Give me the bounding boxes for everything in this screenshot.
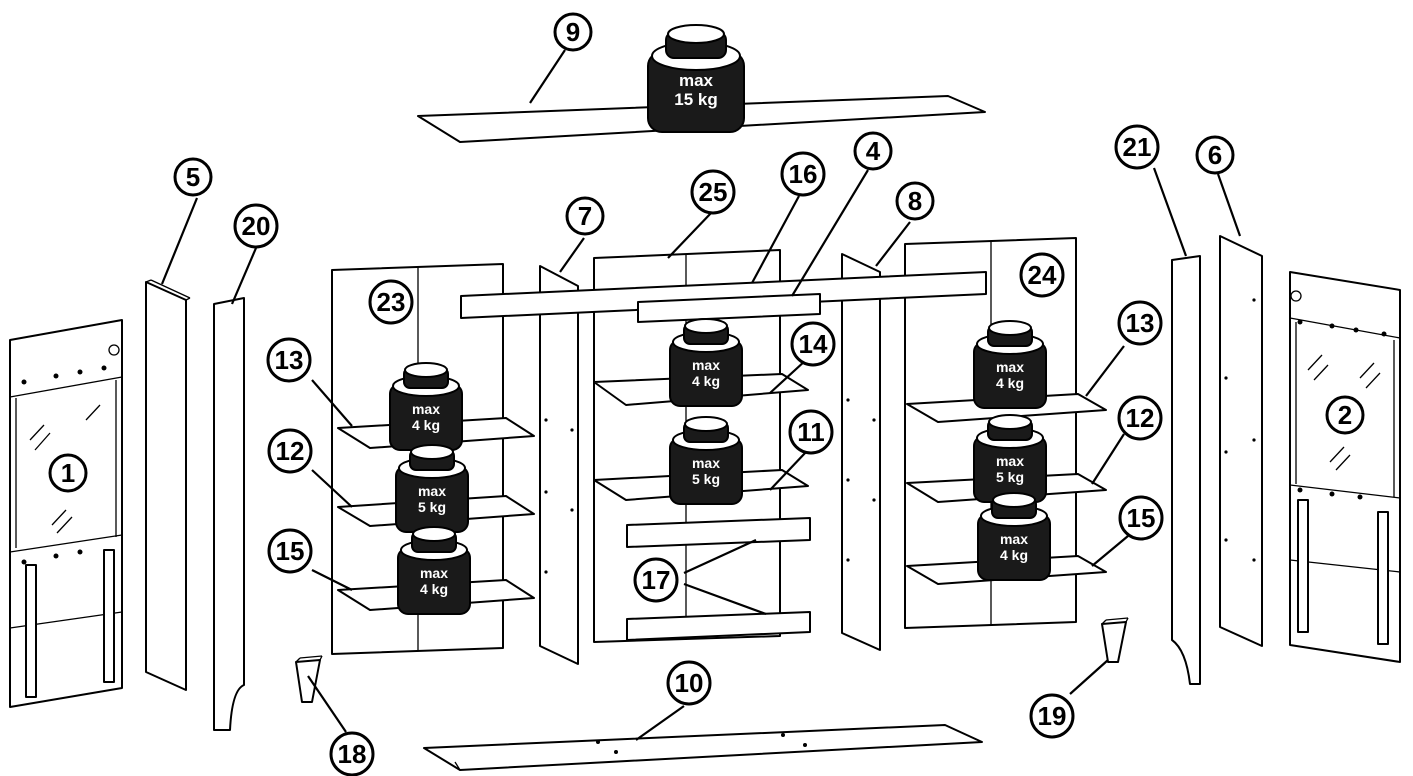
callout-12-right: 12 <box>1117 395 1163 441</box>
callout-label: 15 <box>276 536 305 566</box>
callout-24: 24 <box>1019 252 1065 298</box>
callout-17: 17 <box>633 557 679 603</box>
weight-label-line1: max <box>692 455 720 471</box>
weight-icon-top: max 15 kg <box>647 24 745 133</box>
callout-13-right: 13 <box>1117 300 1163 346</box>
callout-23: 23 <box>368 279 414 325</box>
callout-label: 15 <box>1127 503 1156 533</box>
callout-label: 12 <box>1126 403 1155 433</box>
callout-10: 10 <box>666 660 712 706</box>
weight-icon-left-upper: max 4 kg <box>389 362 463 451</box>
callout-label: 8 <box>908 186 922 216</box>
weight-label-line1: max <box>412 401 440 417</box>
weight-icon-center-upper: max 4 kg <box>669 318 743 407</box>
callout-15-right: 15 <box>1118 495 1164 541</box>
callout-1: 1 <box>48 453 88 493</box>
right-door-2 <box>1289 271 1401 663</box>
weight-label-line1: max <box>679 71 714 90</box>
callout-label: 5 <box>186 162 200 192</box>
weight-icon-left-middle: max 5 kg <box>395 444 469 533</box>
callout-label: 21 <box>1123 132 1152 162</box>
weight-icon-right-middle: max 5 kg <box>973 414 1047 503</box>
side-panel-6 <box>1219 235 1263 647</box>
divider-8 <box>841 253 881 651</box>
weight-label-line1: max <box>996 359 1024 375</box>
weight-icon-right-lower: max 4 kg <box>977 492 1051 581</box>
bottom-board-10 <box>423 724 983 771</box>
callout-label: 13 <box>275 345 304 375</box>
top-rail-16 <box>460 271 987 319</box>
foot-19 <box>1101 617 1129 663</box>
callout-14: 14 <box>790 321 836 367</box>
weight-icon-center-lower: max 5 kg <box>669 416 743 505</box>
callout-label: 11 <box>797 417 825 447</box>
weight-label-line1: max <box>418 483 446 499</box>
callout-label: 10 <box>675 668 704 698</box>
weight-label-line2: 4 kg <box>412 417 440 433</box>
callout-5: 5 <box>173 157 213 197</box>
callout-label: 4 <box>866 136 881 166</box>
callout-label: 6 <box>1208 140 1222 170</box>
callout-8: 8 <box>895 181 935 221</box>
callout-21: 21 <box>1114 124 1160 170</box>
callout-20: 20 <box>233 203 279 249</box>
plinth-panel-20 <box>213 297 245 731</box>
callout-15-left: 15 <box>267 528 313 574</box>
weight-label-line1: max <box>1000 531 1028 547</box>
callout-label: 7 <box>578 201 592 231</box>
callout-9: 9 <box>553 12 593 52</box>
weight-label-line2: 5 kg <box>692 471 720 487</box>
weight-label-line2: 4 kg <box>420 581 448 597</box>
left-door-1 <box>9 319 123 708</box>
foot-18 <box>295 655 323 703</box>
weight-label-line2: 4 kg <box>692 373 720 389</box>
callout-label: 13 <box>1126 308 1155 338</box>
callout-19: 19 <box>1029 693 1075 739</box>
top-rail-4 <box>637 293 821 323</box>
callout-label: 9 <box>566 17 580 47</box>
weight-label-line2: 5 kg <box>996 469 1024 485</box>
side-panel-5 <box>145 279 191 691</box>
callout-13-left: 13 <box>266 337 312 383</box>
callout-label: 17 <box>642 565 671 595</box>
callout-label: 18 <box>338 739 367 769</box>
callout-label: 12 <box>276 436 305 466</box>
leader-lines <box>160 49 1242 741</box>
divider-7 <box>539 265 579 665</box>
callout-16: 16 <box>780 151 826 197</box>
rail-17-lower <box>626 611 811 641</box>
callout-11: 11 <box>788 409 834 455</box>
callout-label: 20 <box>242 211 271 241</box>
weight-label-line1: max <box>996 453 1024 469</box>
callout-4: 4 <box>853 131 893 171</box>
weight-icon-right-upper: max 4 kg <box>973 320 1047 409</box>
weight-label-line2: 4 kg <box>1000 547 1028 563</box>
callout-label: 19 <box>1038 701 1067 731</box>
callout-label: 25 <box>699 177 728 207</box>
callout-12-left: 12 <box>267 428 313 474</box>
callout-label: 2 <box>1338 400 1352 430</box>
weight-label-line2: 5 kg <box>418 499 446 515</box>
weight-label-line1: max <box>692 357 720 373</box>
weight-label-line2: 4 kg <box>996 375 1024 391</box>
callout-7: 7 <box>565 196 605 236</box>
rail-17-upper <box>626 517 811 548</box>
callout-label: 16 <box>789 159 818 189</box>
callout-label: 23 <box>377 287 406 317</box>
plinth-panel-21 <box>1171 255 1201 685</box>
weight-label-line1: max <box>420 565 448 581</box>
callout-2: 2 <box>1325 395 1365 435</box>
callout-label: 24 <box>1028 260 1057 290</box>
callout-label: 14 <box>799 329 828 359</box>
weight-icon-left-lower: max 4 kg <box>397 526 471 615</box>
callout-label: 1 <box>61 458 75 488</box>
callout-18: 18 <box>329 731 375 776</box>
callout-6: 6 <box>1195 135 1235 175</box>
callout-25: 25 <box>690 169 736 215</box>
weight-label-line2: 15 kg <box>674 90 717 109</box>
